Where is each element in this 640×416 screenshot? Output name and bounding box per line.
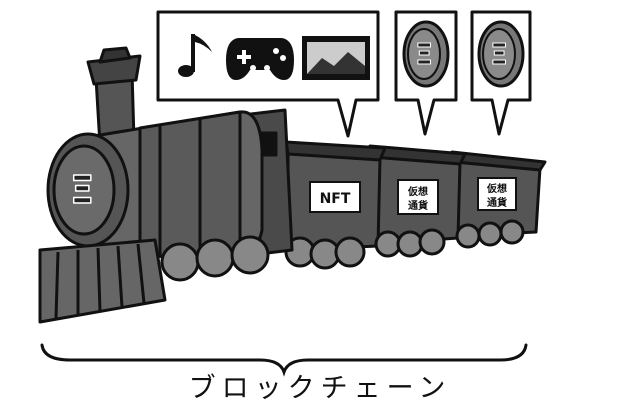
wagon-label-nft: NFT — [320, 191, 351, 207]
wagon-label-crypto-2-line2: 通貨 — [487, 196, 507, 209]
music-note-icon — [178, 34, 212, 77]
cowcatcher-grille — [38, 238, 167, 324]
crypto-coin-icon: Ξ — [477, 20, 525, 88]
wagon-label-crypto-1-line1: 仮想 — [407, 185, 428, 198]
gamepad-icon — [226, 38, 294, 80]
ethereum-logo: Ξ — [70, 168, 94, 212]
wagon-label-crypto-2-line1: 仮想 — [486, 182, 507, 195]
svg-text:Ξ: Ξ — [490, 38, 508, 71]
image-icon — [302, 36, 370, 80]
svg-text:Ξ: Ξ — [415, 38, 433, 71]
wagon-label-crypto-1-line2: 通貨 — [408, 199, 428, 212]
caption-blockchain: ブロックチェーン — [188, 373, 452, 404]
crypto-coin-icon: Ξ — [402, 20, 450, 88]
smokestack — [86, 46, 142, 147]
curly-brace — [40, 343, 528, 377]
